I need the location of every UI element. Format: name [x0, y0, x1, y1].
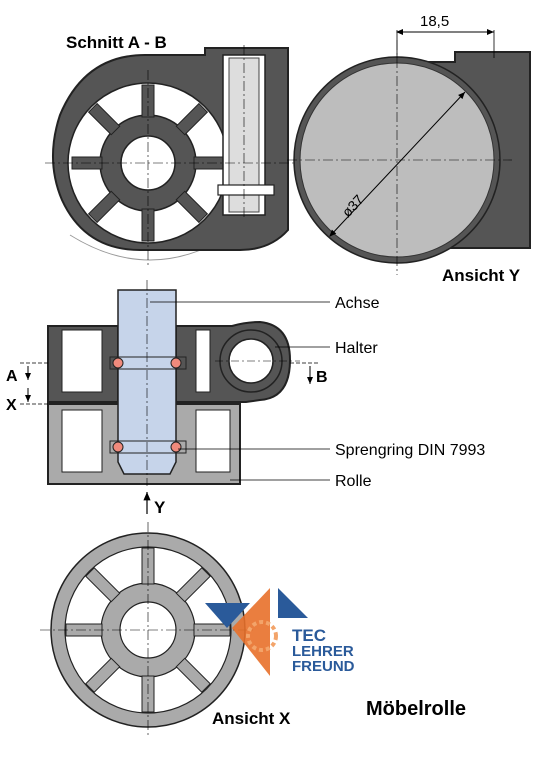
logo-line1: TEC: [292, 626, 326, 645]
diameter-line: [329, 91, 466, 237]
marker-a: A: [6, 368, 18, 385]
drawing-title: Möbelrolle: [366, 698, 466, 720]
marker-x: X: [6, 397, 17, 414]
view-y: ø37 18,5 Ansicht Y: [287, 13, 531, 285]
logo-line3: FREUND: [292, 658, 355, 675]
callout-sprengring: Sprengring DIN 7993: [335, 442, 485, 459]
marker-b: B: [316, 369, 328, 386]
assembly-view: A X B Y Achse Halter Sprengring DIN 7993…: [6, 280, 485, 517]
view-x-label: Ansicht X: [212, 709, 291, 728]
logo-line2: LEHRER: [292, 643, 354, 660]
view-y-label: Ansicht Y: [442, 266, 521, 285]
callout-achse: Achse: [335, 295, 380, 312]
tec-lehrer-freund-logo: TEC LEHRER FREUND: [205, 588, 355, 676]
achse-part: [117, 289, 177, 475]
width-label: 18,5: [420, 13, 449, 30]
marker-y: Y: [154, 498, 166, 517]
section-a-b-view: Schnitt A - B: [45, 33, 300, 265]
callout-halter: Halter: [335, 340, 378, 357]
callout-rolle: Rolle: [335, 473, 372, 490]
sprengring-marks: [112, 357, 182, 453]
pin-collar: [217, 184, 275, 196]
section-label: Schnitt A - B: [66, 33, 167, 52]
